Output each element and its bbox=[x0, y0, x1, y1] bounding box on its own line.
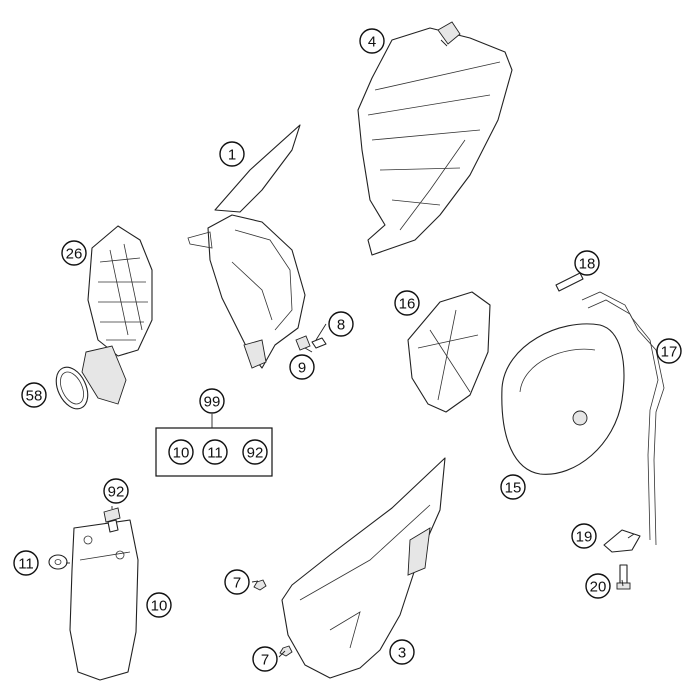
kit-callout-92[interactable]: 92 bbox=[242, 439, 268, 465]
svg-text:4: 4 bbox=[368, 34, 376, 51]
callout-11[interactable]: 11 bbox=[13, 550, 39, 576]
svg-text:8: 8 bbox=[337, 317, 345, 334]
callout-17[interactable]: 17 bbox=[656, 338, 682, 364]
callout-26[interactable]: 26 bbox=[61, 240, 87, 266]
callout-8[interactable]: 8 bbox=[328, 311, 354, 337]
svg-text:3: 3 bbox=[398, 645, 406, 662]
callout-99[interactable]: 99 bbox=[199, 388, 225, 414]
part-18-shape bbox=[555, 272, 584, 292]
callout-10[interactable]: 10 bbox=[146, 592, 172, 618]
part-10-shape bbox=[69, 519, 139, 681]
svg-text:15: 15 bbox=[505, 480, 522, 497]
callout-20[interactable]: 20 bbox=[585, 573, 611, 599]
callout-4[interactable]: 4 bbox=[359, 28, 385, 54]
part-3-shape bbox=[281, 457, 446, 679]
svg-text:92: 92 bbox=[247, 445, 264, 462]
part-15-shape bbox=[501, 323, 625, 475]
callout-58[interactable]: 58 bbox=[21, 382, 47, 408]
svg-text:7: 7 bbox=[261, 652, 269, 669]
svg-text:7: 7 bbox=[233, 575, 241, 592]
callout-3[interactable]: 3 bbox=[389, 639, 415, 665]
svg-text:10: 10 bbox=[151, 598, 168, 615]
part-58-shape bbox=[55, 366, 89, 410]
leader-lines bbox=[66, 39, 635, 658]
part-17-shape bbox=[581, 291, 665, 546]
callout-1[interactable]: 1 bbox=[219, 141, 245, 167]
part-92-shape bbox=[103, 507, 121, 533]
part-16-shape bbox=[407, 291, 491, 413]
svg-text:11: 11 bbox=[207, 445, 223, 462]
part-1-shape bbox=[187, 124, 306, 369]
part-19-shape bbox=[603, 529, 641, 553]
svg-text:92: 92 bbox=[108, 484, 125, 501]
svg-text:58: 58 bbox=[26, 388, 43, 405]
callout-15[interactable]: 15 bbox=[500, 474, 526, 500]
callout-7-lower[interactable]: 7 bbox=[252, 646, 278, 672]
svg-text:17: 17 bbox=[661, 344, 678, 361]
svg-text:18: 18 bbox=[579, 256, 596, 273]
part-8-9-shape bbox=[295, 335, 327, 351]
svg-text:20: 20 bbox=[590, 579, 607, 596]
svg-text:26: 26 bbox=[66, 246, 83, 263]
callout-18[interactable]: 18 bbox=[574, 250, 600, 276]
callout-7-upper[interactable]: 7 bbox=[224, 569, 250, 595]
svg-text:11: 11 bbox=[18, 556, 34, 573]
svg-text:9: 9 bbox=[298, 360, 306, 377]
kit-callout-10[interactable]: 10 bbox=[168, 439, 194, 465]
svg-text:16: 16 bbox=[399, 296, 416, 313]
callout-9[interactable]: 9 bbox=[289, 354, 315, 380]
svg-text:99: 99 bbox=[204, 394, 221, 411]
svg-text:19: 19 bbox=[576, 529, 593, 546]
svg-text:1: 1 bbox=[228, 147, 236, 164]
callout-16[interactable]: 16 bbox=[394, 290, 420, 316]
part-11-shape bbox=[48, 554, 68, 570]
kit-callout-11[interactable]: 11 bbox=[202, 439, 228, 465]
svg-text:10: 10 bbox=[173, 445, 190, 462]
callout-19[interactable]: 19 bbox=[571, 523, 597, 549]
part-20-shape bbox=[616, 564, 631, 590]
callout-92[interactable]: 92 bbox=[103, 478, 129, 504]
part-4-shape bbox=[357, 21, 513, 256]
part-26-shape bbox=[81, 225, 153, 405]
